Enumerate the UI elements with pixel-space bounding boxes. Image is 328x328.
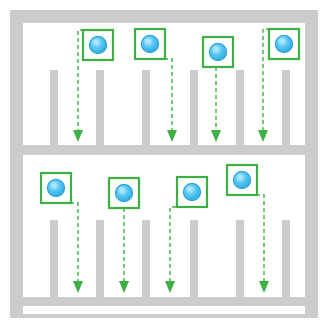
piece-1[interactable] [81, 28, 115, 62]
move-arrow-line [256, 194, 265, 283]
pillar [190, 70, 198, 145]
pillar [50, 70, 58, 145]
arrow-head-icon [165, 281, 175, 293]
move-arrow-line [70, 202, 79, 283]
gem-icon [208, 42, 228, 62]
gem-highlight [278, 38, 285, 44]
gem-highlight [50, 182, 57, 188]
frame-left-wall [10, 10, 23, 316]
arrow-head-icon [211, 130, 221, 142]
gem-icon [114, 183, 134, 203]
pillar [50, 220, 58, 297]
gem-highlight [118, 187, 125, 193]
arrow-head-icon [73, 130, 83, 142]
move-arrow-line [150, 58, 173, 132]
gem-icon [182, 182, 202, 202]
board-frame [10, 10, 318, 318]
piece-layer [39, 27, 301, 210]
gem-highlight [212, 46, 219, 52]
gem-highlight [144, 38, 151, 44]
piece-8[interactable] [225, 163, 259, 197]
arrow-head-icon [73, 281, 83, 293]
frame-bottom-bar [10, 314, 318, 318]
gem-highlight [236, 174, 243, 180]
pillar [142, 220, 150, 297]
piece-3[interactable] [201, 35, 235, 69]
gem-icon [232, 170, 252, 190]
pillar [236, 220, 244, 297]
pillar [282, 70, 290, 145]
pillar [236, 70, 244, 145]
move-arrow-line [262, 28, 270, 132]
gem-highlight [92, 39, 99, 45]
piece-5[interactable] [39, 171, 73, 205]
arrow-head-icon [258, 130, 268, 142]
move-arrow-line [169, 206, 190, 283]
pillar [142, 70, 150, 145]
pillar [96, 70, 104, 145]
pillar [190, 220, 198, 297]
piece-4[interactable] [267, 27, 301, 61]
gem-icon [140, 34, 160, 54]
arrow-head-icon [259, 281, 269, 293]
pillar [96, 220, 104, 297]
piece-7[interactable] [175, 175, 209, 209]
pillar-layer [50, 70, 290, 297]
frame-middle-bar [10, 145, 318, 155]
gem-highlight [186, 186, 193, 192]
arrow-head-icon [119, 281, 129, 293]
gem-icon [46, 178, 66, 198]
frame-lower-bar [10, 297, 318, 306]
frame-right-wall [305, 10, 318, 316]
frame-top-bar [10, 10, 318, 23]
gem-icon [88, 35, 108, 55]
arrow-head-icon [167, 130, 177, 142]
gem-icon [274, 34, 294, 54]
piece-6[interactable] [107, 176, 141, 210]
piece-2[interactable] [133, 27, 167, 61]
pillar [282, 220, 290, 297]
